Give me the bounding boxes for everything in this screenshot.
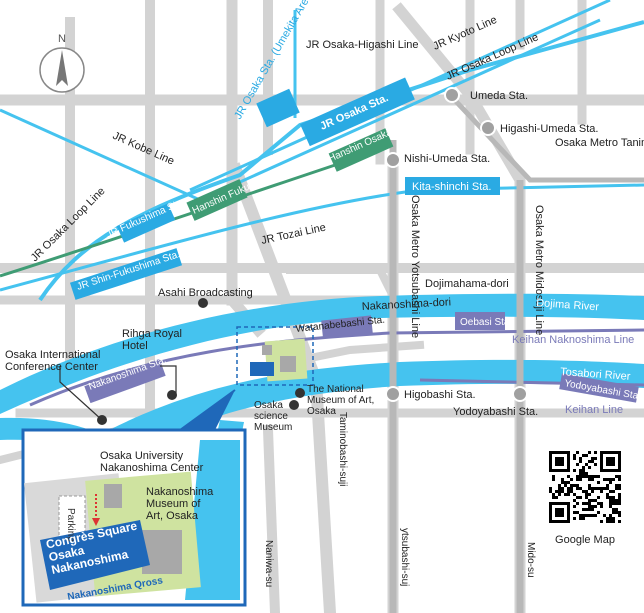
national-museum-label-box: The National Museum of Art, Osaka bbox=[307, 384, 375, 417]
yodoyabashi-metro-dot bbox=[512, 386, 528, 402]
national-museum-dot-marker-icon bbox=[295, 388, 305, 398]
venue-museum-block bbox=[280, 356, 296, 372]
asahi-label: Asahi Broadcasting bbox=[158, 287, 253, 299]
hanshin-fukushima-box bbox=[186, 179, 248, 221]
mido-suji-label: Mido-su bbox=[525, 542, 536, 578]
inset-river bbox=[185, 440, 240, 600]
venue-university-block bbox=[262, 345, 272, 355]
inset-museum-label: Nakanoshima Museum of Art, Osaka bbox=[146, 486, 214, 522]
jr-kyoto-label: JR Kyoto Line bbox=[431, 14, 498, 53]
inset-museum-label-box: Nakanoshima Museum of Art, Osaka bbox=[146, 486, 214, 522]
jr-osaka-higashi-label: JR Osaka-Higashi Line bbox=[306, 39, 419, 51]
hanshin-line bbox=[0, 148, 381, 278]
dojima-river-label: Dojima River bbox=[536, 297, 600, 313]
higobashi-dot bbox=[385, 386, 401, 402]
qr-code-icon[interactable] bbox=[549, 451, 621, 523]
osaka-metro-tanimachi-line bbox=[448, 93, 644, 183]
dojimahama-dori-label: Dojimahama-dori bbox=[425, 278, 509, 290]
venue-congres-block bbox=[250, 362, 274, 376]
nakanoshima-dori-label: Nakanoshima-dori bbox=[362, 296, 452, 313]
keihan-nakanoshima-line bbox=[29, 328, 644, 407]
oicc-leader bbox=[59, 366, 103, 421]
keihan-label: Keihan Line bbox=[565, 404, 623, 416]
kita-shinchi-station-box bbox=[405, 177, 500, 195]
oicc-label-box: Osaka International Conference Center bbox=[5, 349, 101, 373]
science-museum-label: Osaka science Museum bbox=[254, 400, 293, 433]
watanabebashi-box bbox=[321, 315, 373, 339]
jr-osaka-higashi-label-text: JR Osaka-Higashi Line bbox=[306, 39, 419, 51]
higashi-umeda-label: Higashi-Umeda Sta. bbox=[500, 123, 598, 135]
science-museum-dot-marker-icon bbox=[289, 400, 299, 410]
rihga-label-box: Rihga Royal Hotel bbox=[122, 328, 182, 352]
venue-highlight-box bbox=[236, 326, 314, 386]
venue-area bbox=[179, 326, 314, 431]
station-dots bbox=[385, 87, 528, 402]
jr-osaka-station-box bbox=[300, 77, 415, 147]
kita-shinchi-label: Kita-shinchi Sta. bbox=[412, 181, 491, 193]
inset-parking-label: Parking bbox=[65, 508, 76, 542]
nishi-umeda-dot bbox=[385, 152, 401, 168]
jr-kobe-label: JR Kobe Line bbox=[111, 130, 176, 168]
landmark-labels: Asahi Broadcasting Rihga Royal Hotel Osa… bbox=[5, 287, 375, 433]
inset-map: Osaka University Nakanoshima Center Naka… bbox=[21, 390, 247, 607]
rihga-label: Rihga Royal Hotel bbox=[122, 328, 182, 352]
yodoyabashi-keihan-box bbox=[559, 373, 639, 403]
tanimachi-label: Osaka Metro Tanimachi Line bbox=[555, 137, 644, 149]
qr-block[interactable]: Google Map bbox=[545, 447, 625, 546]
midosuji-label: Osaka Metro Midosuji Line bbox=[533, 205, 545, 335]
qr-caption: Google Map bbox=[555, 534, 615, 546]
yodoyabashi-metro-label: Yodoyabashi Sta. bbox=[453, 406, 538, 418]
higobashi-label: Higobashi Sta. bbox=[404, 389, 476, 401]
yotsubashi-label: Osaka Metro Yotsubashi Line bbox=[409, 195, 421, 338]
station-boxes bbox=[69, 77, 639, 404]
dojima-river bbox=[0, 293, 644, 414]
hanshin-osaka-umeda-box bbox=[328, 128, 394, 172]
oicc-label: Osaka International Conference Center bbox=[5, 349, 101, 373]
rihga-dot-marker-icon bbox=[167, 390, 177, 400]
street-labels: Dojimahama-dori Nakanoshima-dori Taminob… bbox=[263, 278, 631, 587]
inset-venue-block bbox=[40, 520, 150, 590]
naniwa-suji-label: Naniwa-su bbox=[263, 540, 274, 587]
national-museum-label: The National Museum of Art, Osaka bbox=[307, 384, 375, 417]
science-museum-label-box: Osaka science Museum bbox=[254, 400, 293, 433]
tosabori-river bbox=[90, 359, 644, 462]
oebashi-label: Oebasi Sta. bbox=[460, 317, 512, 328]
compass-label: N bbox=[58, 33, 66, 45]
umeda-label: Umeda Sta. bbox=[470, 90, 528, 102]
inset-museum-block bbox=[142, 530, 182, 574]
nishi-umeda-label: Nishi-Umeda Sta. bbox=[404, 153, 490, 165]
jr-umekita-station-box bbox=[256, 88, 300, 128]
umeda-station-dot bbox=[444, 87, 460, 103]
keihan-nakanoshima-label: Keihan Naknoshima Line bbox=[512, 334, 634, 346]
inset-university-label-box: Osaka University Nakanoshima Center bbox=[100, 450, 204, 474]
jr-shin-fukushima-box bbox=[69, 248, 183, 300]
oebashi-box bbox=[455, 312, 505, 330]
higashi-umeda-dot bbox=[480, 120, 496, 136]
landmarks bbox=[59, 298, 305, 425]
rihga-leader bbox=[160, 365, 177, 396]
inset-university-block bbox=[104, 484, 122, 508]
taminobashi-suji-label: Taminobashi-suji bbox=[337, 412, 348, 486]
jr-tozai-line bbox=[0, 183, 644, 292]
inset-university-label: Osaka University Nakanoshima Center bbox=[100, 450, 204, 474]
jr-fukushima-station-box bbox=[116, 203, 176, 243]
nakanoshima-station-box bbox=[84, 358, 166, 404]
tosabori-river-label: Tosabori River bbox=[560, 366, 631, 383]
asahi-dot-marker-icon bbox=[198, 298, 208, 308]
yotsubashi-suji-label: ytsubashi-suj bbox=[399, 528, 410, 586]
jr-tozai-label: JR Tozai Line bbox=[260, 222, 327, 247]
compass: N bbox=[39, 33, 85, 93]
